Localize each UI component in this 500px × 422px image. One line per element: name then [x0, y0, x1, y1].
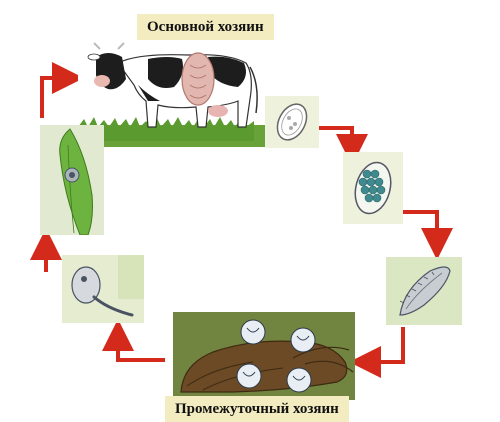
snail-panel: [173, 312, 355, 400]
arrow-cow-to-egg: [315, 126, 368, 166]
stage-miracidium: [386, 257, 462, 325]
stage-cercaria: [62, 255, 144, 323]
cow-icon: [87, 42, 258, 128]
cow-panel: [78, 35, 266, 147]
arrow-egg-to-miracidium-egg: [400, 210, 453, 260]
stage-egg: [265, 96, 319, 148]
arrow-snail-to-cercaria: [102, 319, 165, 362]
intermediate-host-label: Промежуточный хозяин: [165, 396, 349, 422]
stage-adolescaria: [40, 125, 104, 235]
arrow-miracidium-to-snail: [349, 327, 405, 378]
adult-fluke-icon: [181, 52, 215, 106]
arrow-to-cow: [40, 62, 84, 118]
stage-miracidium-egg: [343, 152, 403, 224]
main-host-label: Основной хозяин: [137, 14, 274, 40]
